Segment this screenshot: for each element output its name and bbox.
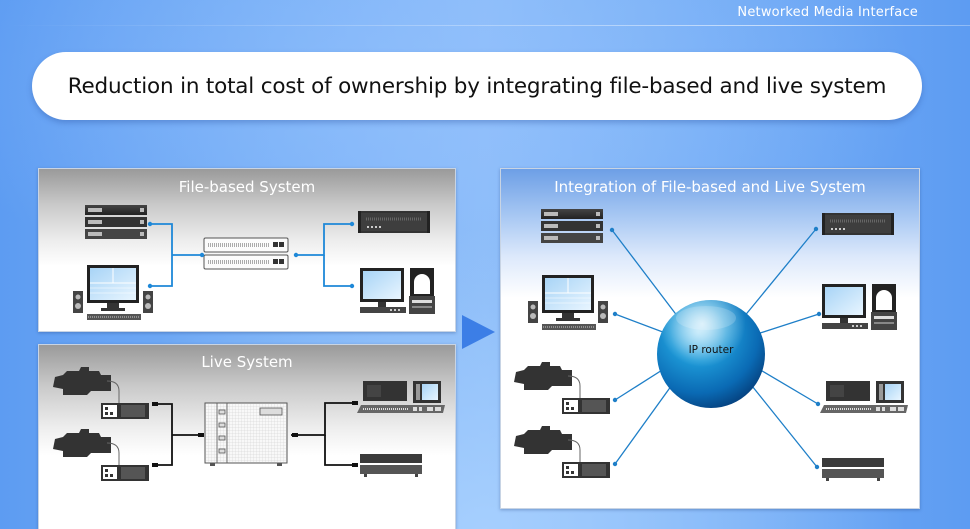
camera-with-ccu-icon — [52, 428, 150, 482]
archive-workstation-icon — [360, 268, 435, 314]
editing-workstation-icon — [72, 264, 154, 321]
title-banner: Reduction in total cost of ownership by … — [32, 52, 922, 120]
sdi-router-icon — [204, 402, 288, 467]
integration-title: Integration of File-based and Live Syste… — [554, 178, 866, 196]
archive-workstation-icon — [822, 284, 897, 330]
header-divider — [0, 25, 970, 26]
header-section-label: Networked Media Interface — [737, 5, 918, 20]
server-rack-icon — [85, 205, 147, 239]
storage-unit-icon — [356, 209, 432, 235]
arrow-right-icon — [462, 315, 495, 349]
file-based-system-title: File-based System — [178, 178, 316, 196]
file-based-links — [150, 223, 352, 287]
camera-with-ccu-icon — [513, 425, 611, 479]
integration-diagram — [513, 209, 909, 481]
production-switcher-icon — [356, 380, 446, 414]
file-based-diagram — [72, 205, 435, 321]
video-server-icon — [822, 458, 884, 481]
storage-unit-icon — [820, 211, 896, 237]
live-system-title: Live System — [201, 353, 293, 371]
network-switch-icon — [202, 236, 290, 271]
camera-with-ccu-icon — [513, 361, 611, 415]
editing-workstation-icon — [527, 274, 609, 331]
live-links — [157, 402, 356, 466]
ip-router-icon — [657, 300, 765, 408]
server-rack-icon — [541, 209, 603, 243]
live-diagram — [52, 366, 446, 482]
production-switcher-icon — [819, 380, 909, 414]
video-server-icon — [360, 454, 422, 477]
camera-with-ccu-icon — [52, 366, 150, 420]
ip-router-label: IP router — [688, 344, 734, 356]
title-text: Reduction in total cost of ownership by … — [67, 73, 887, 99]
